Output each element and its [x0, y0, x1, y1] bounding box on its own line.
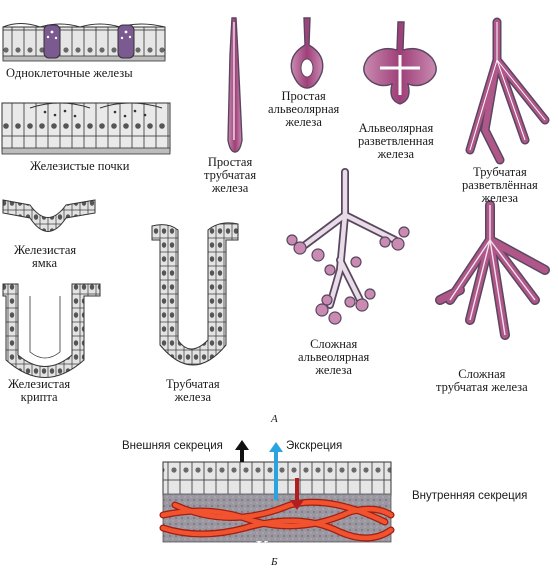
complex-tubular-gland-drawing [435, 200, 550, 340]
part-a-marker: А [271, 413, 278, 425]
glandular-buds-drawing [1, 102, 171, 155]
label-glandular-crypt: Железистая крипта [8, 377, 71, 404]
label-external-secretion: Внешняя секреция [122, 440, 223, 452]
unicellular-glands-drawing [2, 23, 166, 62]
label-simple-tubular-gland: Простая трубчатая железа [204, 155, 257, 195]
label-excretion: Экскреция [286, 440, 343, 452]
complex-alveolar-gland-drawing [286, 168, 410, 325]
tubular-gland-cells-drawing [151, 222, 239, 366]
secretion-section-drawing [159, 440, 395, 543]
part-b-marker: Б [271, 556, 278, 568]
label-glandular-pit: Железистая ямка [14, 243, 77, 270]
label-glandular-buds: Железистые почки [30, 159, 130, 173]
label-capillary: Кпс [256, 537, 286, 556]
glandular-pit-drawing [2, 199, 96, 232]
label-tubular-gland: Трубчатая железа [166, 377, 220, 404]
glandular-crypt-drawing [2, 283, 101, 378]
simple-alveolar-gland-drawing [290, 17, 324, 89]
label-unicellular-glands: Одноклеточные железы [6, 66, 133, 80]
capillary-network [159, 498, 395, 542]
simple-tubular-gland-drawing [227, 17, 243, 153]
tubular-branched-gland-drawing [465, 17, 550, 165]
internal-secretion-arrow-icon [290, 478, 304, 510]
label-internal-secretion: Внутренняя секреция [412, 490, 528, 502]
alveolar-branched-gland-drawing [363, 21, 437, 105]
label-alveolar-branched-gland: Альвеолярная разветвленная железа [358, 121, 434, 161]
label-complex-tubular-gland: Сложная трубчатая железа [436, 367, 528, 394]
label-complex-alveolar-gland: Сложная альвеолярная железа [298, 337, 370, 377]
external-secretion-arrow-icon [235, 440, 249, 462]
excretion-arrow-icon [269, 442, 283, 500]
label-tubular-branched-gland: Трубчатая разветвлённая железа [462, 165, 538, 205]
label-simple-alveolar-gland: Простая альвеолярная железа [268, 89, 340, 129]
